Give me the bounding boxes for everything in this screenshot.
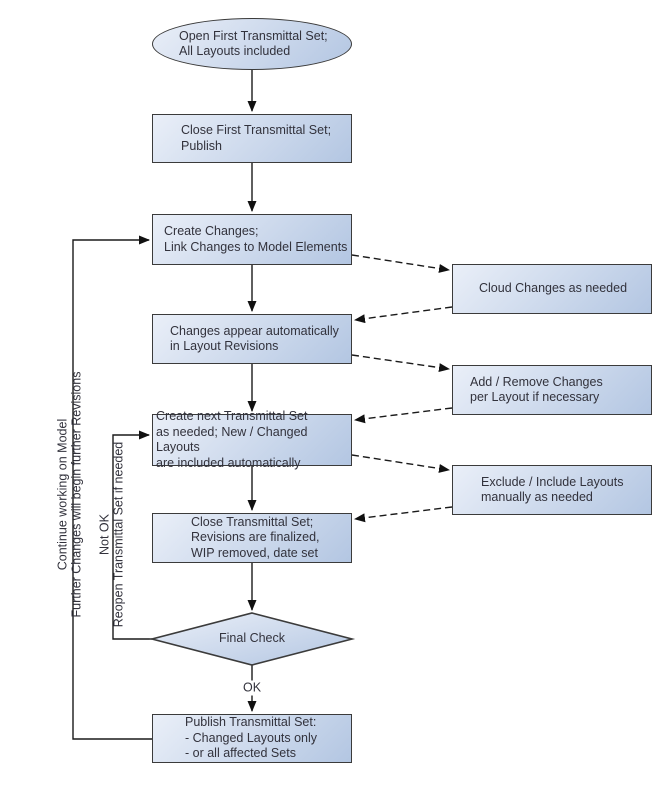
- node-publish-set-label: Publish Transmittal Set: - Changed Layou…: [185, 715, 318, 761]
- node-start: Open First Transmittal Set; All Layouts …: [152, 18, 352, 70]
- node-create-changes-label: Create Changes; Link Changes to Model El…: [164, 224, 348, 254]
- node-changes-appear: Changes appear automatically in Layout R…: [152, 314, 352, 364]
- node-changes-appear-label: Changes appear automatically in Layout R…: [170, 323, 339, 354]
- edge-label-ok: OK: [239, 680, 265, 696]
- node-cloud-changes: Cloud Changes as needed: [452, 264, 652, 314]
- dashed-create-changes-to-cloud-changes: [351, 254, 450, 273]
- node-add-remove-changes: Add / Remove Changes per Layout if neces…: [452, 365, 652, 415]
- node-create-changes: Create Changes; Link Changes to Model El…: [152, 214, 352, 265]
- node-create-next-set-label: Create next Transmittal Set as needed; N…: [156, 409, 308, 470]
- node-close-set: Close Transmittal Set; Revisions are fin…: [152, 513, 352, 563]
- node-final-check-label: Final Check: [219, 631, 285, 645]
- dashed-cloud-changes-to-changes-appear: [354, 306, 453, 324]
- edge-label-continue-working: Continue working on Model Further Change…: [55, 371, 84, 618]
- loop-not-ok-to-create-next: [112, 430, 152, 640]
- node-add-remove-changes-label: Add / Remove Changes per Layout if neces…: [470, 374, 603, 405]
- node-exclude-include-layouts: Exclude / Include Layouts manually as ne…: [452, 465, 652, 515]
- node-start-label: Open First Transmittal Set; All Layouts …: [179, 28, 328, 59]
- node-close-first-set-label: Close First Transmittal Set; Publish: [181, 123, 332, 153]
- node-cloud-changes-label: Cloud Changes as needed: [479, 281, 628, 296]
- dashed-add-remove-to-create-next: [354, 407, 453, 424]
- decision-diamond-shape: [148, 612, 356, 666]
- node-close-set-label: Close Transmittal Set; Revisions are fin…: [191, 514, 320, 560]
- loop-publish-to-create-changes: [72, 235, 152, 740]
- node-exclude-include-layouts-label: Exclude / Include Layouts manually as ne…: [481, 474, 624, 505]
- dashed-changes-appear-to-add-remove: [351, 354, 450, 373]
- node-create-next-set: Create next Transmittal Set as needed; N…: [152, 409, 352, 470]
- node-close-first-set: Close First Transmittal Set; Publish: [152, 114, 352, 163]
- edge-label-not-ok: Not OK Reopen Transmittal Set if needed: [97, 441, 126, 628]
- dashed-exclude-include-to-close-set: [354, 506, 453, 523]
- dashed-create-next-to-exclude-include: [351, 454, 450, 473]
- node-publish-set: Publish Transmittal Set: - Changed Layou…: [152, 714, 352, 763]
